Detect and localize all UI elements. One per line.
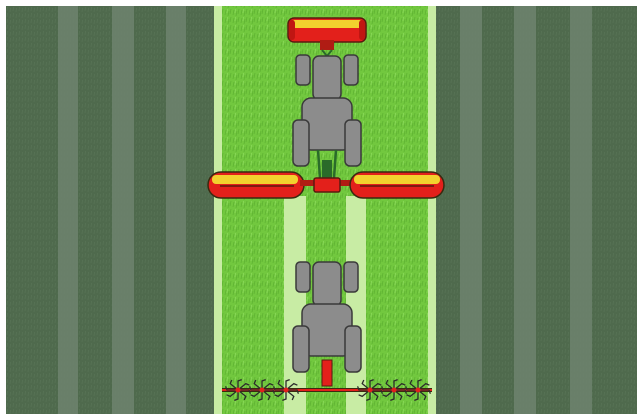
stubble-stripe	[58, 6, 78, 414]
tractor-wheel	[295, 54, 311, 86]
tractor-wheel	[343, 54, 359, 86]
stubble-stripe	[460, 6, 482, 414]
tedder-icon	[222, 378, 432, 402]
tractor-wheel	[295, 261, 311, 293]
tractor-hood	[312, 261, 342, 307]
left-stubble-field	[6, 6, 214, 414]
tractor-wheel	[344, 119, 362, 167]
butterfly-mower-icon	[207, 171, 445, 199]
tedder-rotor	[224, 378, 252, 402]
tractor-icon	[292, 54, 362, 180]
stubble-stripe	[570, 6, 592, 414]
front-mower-icon	[287, 17, 367, 58]
right-stubble-field	[436, 6, 637, 414]
tractor-icon	[292, 261, 362, 387]
stubble-stripe	[166, 6, 186, 414]
tedder-rotor	[356, 378, 384, 402]
tedder-rotor	[248, 378, 276, 402]
stubble-stripe	[112, 6, 134, 414]
tedder-rotor	[404, 378, 432, 402]
tedder-rotor	[380, 378, 408, 402]
tractor-wheel	[344, 325, 362, 373]
tractor-wheel	[292, 325, 310, 373]
tractor-wheel	[343, 261, 359, 293]
tractor-wheel	[292, 119, 310, 167]
tractor-hood	[312, 55, 342, 101]
stubble-stripe	[514, 6, 536, 414]
tedder-rotor	[272, 378, 300, 402]
